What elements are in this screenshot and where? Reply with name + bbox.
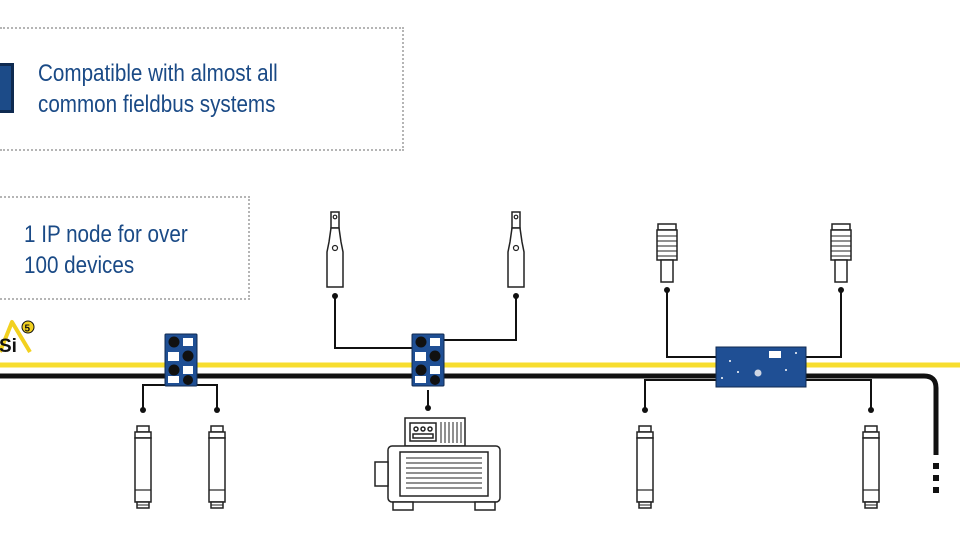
gateway-icon — [715, 346, 807, 388]
connector-line — [197, 384, 218, 410]
cylindrical-sensor-icon — [862, 425, 880, 509]
fieldbus-square-icon — [0, 63, 14, 113]
inductive-sensor-icon — [830, 223, 852, 283]
connector-dots — [140, 287, 874, 413]
inductive-sensor-icon — [656, 223, 678, 283]
connector-line — [806, 379, 872, 410]
connector-dot — [642, 407, 648, 413]
connector-line — [442, 296, 517, 341]
connector-dot — [425, 405, 431, 411]
cylindrical-sensor-icon — [636, 425, 654, 509]
connector-dot — [513, 293, 519, 299]
cylindrical-sensor-icon — [134, 425, 152, 509]
fieldbus-callout-text: Compatible with almost all common fieldb… — [38, 60, 278, 118]
photoelectric-sensor-icon — [326, 211, 344, 288]
connector-dot — [664, 287, 670, 293]
sensor-connector-lines — [142, 290, 872, 410]
cylindrical-sensor-icon — [208, 425, 226, 509]
connector-line — [806, 290, 842, 358]
ip-node-callout: 1 IP node for over 100 devices — [0, 196, 250, 300]
ip-node-callout-text: 1 IP node for over 100 devices — [24, 221, 188, 279]
connector-line — [334, 296, 413, 349]
photoelectric-sensor-icon — [507, 211, 525, 288]
black-cable — [0, 373, 939, 455]
motor-icon — [374, 417, 501, 511]
connector-dot — [838, 287, 844, 293]
io-module-icon — [411, 333, 445, 387]
io-module-icon — [164, 333, 198, 387]
connector-line — [644, 379, 716, 410]
asi-logo-letters: Si — [0, 336, 17, 357]
connector-line — [666, 290, 716, 358]
asi-5-logo: Si 5 — [0, 320, 35, 357]
fieldbus-callout: Compatible with almost all common fieldb… — [0, 27, 404, 151]
asi-logo-version: 5 — [25, 324, 31, 335]
connector-dot — [868, 407, 874, 413]
connector-dot — [140, 407, 146, 413]
connector-dot — [214, 407, 220, 413]
connector-line — [142, 384, 165, 410]
cable-dashes — [933, 463, 939, 493]
connector-dot — [332, 293, 338, 299]
